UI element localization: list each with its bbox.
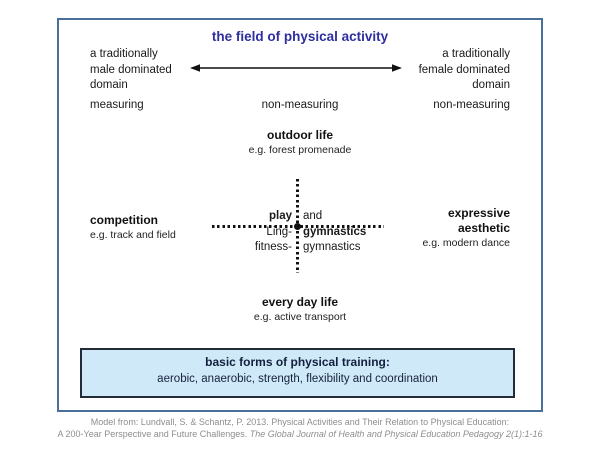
aesthetic-label: aesthetic <box>457 221 510 235</box>
center-node-right-column: and gymnastics gymnastics <box>303 209 443 256</box>
measuring-label-left: measuring <box>90 99 144 111</box>
center-node-left-column: play Ling- fitness- <box>150 209 292 256</box>
competition-example: e.g. track and field <box>90 229 176 241</box>
competition-label: competition <box>90 213 158 227</box>
male-domain-line1: a traditionally <box>90 48 158 60</box>
non-measuring-label-right: non-measuring <box>433 99 510 111</box>
non-measuring-label-center: non-measuring <box>261 99 339 111</box>
male-domain-line3: domain <box>90 79 128 91</box>
training-box-title: basic forms of physical training: <box>205 355 390 369</box>
female-domain-line2: female dominated <box>418 63 510 76</box>
basic-training-box: basic forms of physical training: aerobi… <box>80 348 515 398</box>
male-domain-label: a traditionally male dominated domain <box>90 47 172 94</box>
expressive-example: e.g. modern dance <box>422 237 510 249</box>
and-label: and <box>303 210 323 222</box>
axis-intersection-dot <box>293 222 301 230</box>
training-box-items: aerobic, anaerobic, strength, flexibilit… <box>157 373 438 385</box>
outdoor-life-label: outdoor life <box>267 128 333 142</box>
outdoor-life-example: e.g. forest promenade <box>248 144 352 156</box>
female-domain-line3: domain <box>472 79 510 91</box>
male-domain-line2: male dominated <box>90 63 172 76</box>
gymnastics-plain-label: gymnastics <box>303 241 361 253</box>
citation-line1: Model from: Lundvall, S. & Schantz, P. 2… <box>90 417 510 427</box>
fitness-label: fitness- <box>254 241 292 253</box>
play-label: play <box>268 210 292 222</box>
female-domain-label: a traditionally female dominated domain <box>370 47 510 94</box>
expressive-label: expressive <box>447 206 510 220</box>
citation-line2-plain: A 200-Year Perspective and Future Challe… <box>57 429 250 439</box>
citation-line2-journal: The Global Journal of Health and Physica… <box>249 429 543 439</box>
gymnastics-bold-label: gymnastics <box>303 225 367 238</box>
diagram-frame <box>57 18 543 412</box>
diagram-title: the field of physical activity <box>211 29 389 44</box>
ling-label: Ling- <box>266 225 292 238</box>
female-domain-line1: a traditionally <box>442 48 510 60</box>
citation-line2: A 200-Year Perspective and Future Challe… <box>0 429 600 439</box>
bidirectional-arrow-icon <box>190 64 402 72</box>
everyday-life-example: e.g. active transport <box>253 311 347 323</box>
everyday-life-label: every day life <box>261 295 339 309</box>
